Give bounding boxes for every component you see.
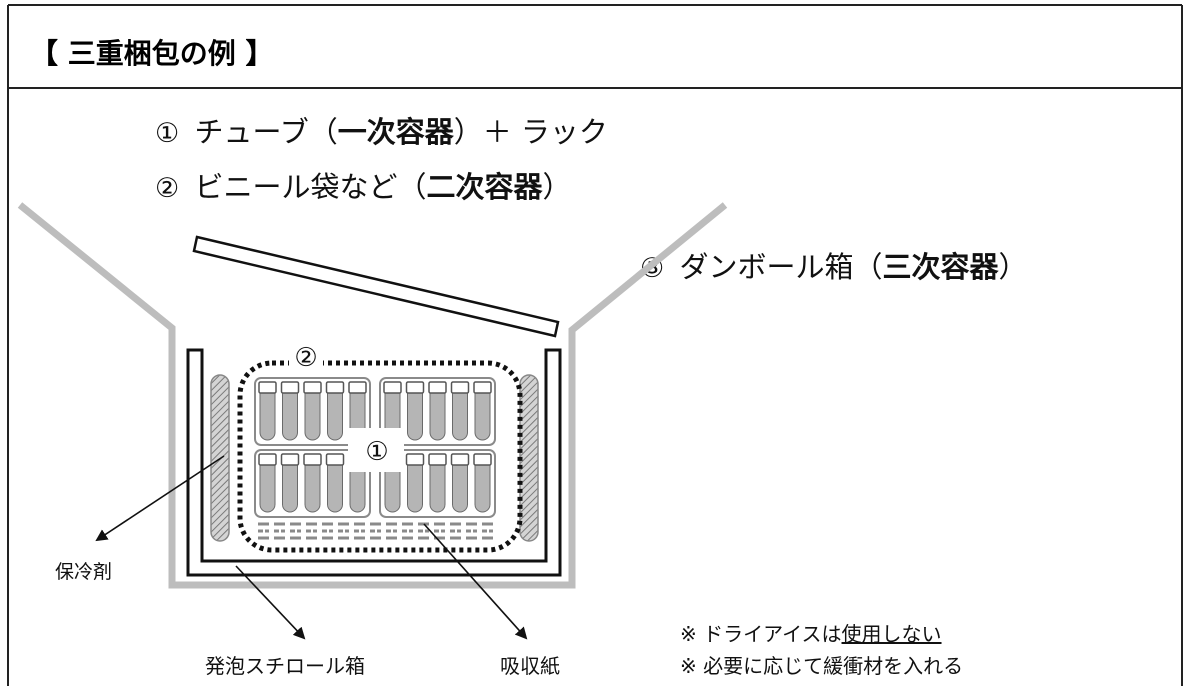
absorbent-paper-arrow [423,523,528,640]
tube-cap [348,381,367,394]
styrofoam-arrow [235,565,306,640]
tube-cap [450,381,470,394]
tube-cap [405,453,425,466]
tube-cap [280,381,300,394]
legend-secondary-container: ② ビニール袋など（二次容器） [155,170,571,204]
tube-body [304,392,321,441]
secondary-marker-background [289,340,323,372]
tube-body [474,464,491,513]
absorbent-paper [258,522,496,540]
secondary-text-after: ） [542,170,571,204]
tertiary-text-before: ダンボール箱（ [679,250,882,284]
tube-cap [258,381,277,394]
tube-body [429,392,446,441]
tube-cap [325,381,345,394]
absorbent-paper-label: 吸収紙 [500,654,560,678]
ice-pack-arrow [95,455,225,542]
secondary-text-before: ビニール袋など（ [194,170,426,204]
note-dry-ice: ※ ドライアイスは使用しない [680,622,942,646]
tube-body [304,464,321,513]
tube-cap [450,453,470,466]
tube-cap [473,381,492,394]
secondary-bold-text: 二次容器 [426,170,543,204]
secondary-marker: ② [155,173,179,204]
diagram-primary-marker: ① [365,437,388,467]
tube-cap [428,453,447,466]
tube-body [259,464,276,513]
tube-cap [405,381,425,394]
tube-cap [473,453,492,466]
note-dry-ice-underlined: 使用しない [842,622,942,646]
tube-racks [254,377,496,518]
primary-marker: ① [155,118,179,149]
plastic-bag-outline [237,360,523,553]
tube-cap [428,381,447,394]
tube-body [327,464,343,513]
tertiary-text-after: ） [998,250,1027,284]
primary-marker-background [348,428,404,472]
tube-body [259,392,276,441]
tube-body [282,392,298,441]
tube-rack-bottom-left [254,449,371,518]
diagram-secondary-marker: ② [294,343,317,373]
styrofoam-box [186,348,562,577]
tube-body [429,464,446,513]
cardboard-box [17,202,728,589]
tertiary-bold-text: 三次容器 [882,250,999,284]
tube-cap [303,453,322,466]
tube-rack-bottom-right [379,449,496,518]
tube-body [349,464,366,513]
cardboard-lid [192,235,560,338]
tube-body [407,464,423,513]
styrofoam-box-label: 発泡スチロール箱 [205,654,365,678]
tube-body [474,392,491,441]
tube-cap [280,453,300,466]
tube-body [452,392,468,441]
tube-cap [325,453,345,466]
tube-body [384,464,401,513]
tube-cap [383,381,402,394]
note-dry-ice-prefix: ※ ドライアイスは [680,622,842,646]
legend-primary-container: ① チューブ（一次容器）＋ ラック [155,115,608,149]
tube-body [327,392,343,441]
ice-pack-label: 保冷剤 [55,561,112,583]
tube-cap [303,381,322,394]
primary-text-before: チューブ（ [194,115,337,149]
tube-body [407,392,423,441]
page-title: 【 三重梱包の例 】 [30,37,274,70]
legend-tertiary-container: ③ ダンボール箱（三次容器） [640,250,1027,284]
ice-pack-right [519,374,539,542]
note-cushioning: ※ 必要に応じて緩衝材を入れる [680,654,963,678]
frame [7,4,1183,686]
tube-cap [258,453,277,466]
tube-body [452,464,468,513]
tube-body [282,464,298,513]
primary-bold-text: 一次容器 [338,115,455,149]
tube-rack-top-left [254,377,371,446]
primary-text-after: ）＋ ラック [454,115,608,149]
